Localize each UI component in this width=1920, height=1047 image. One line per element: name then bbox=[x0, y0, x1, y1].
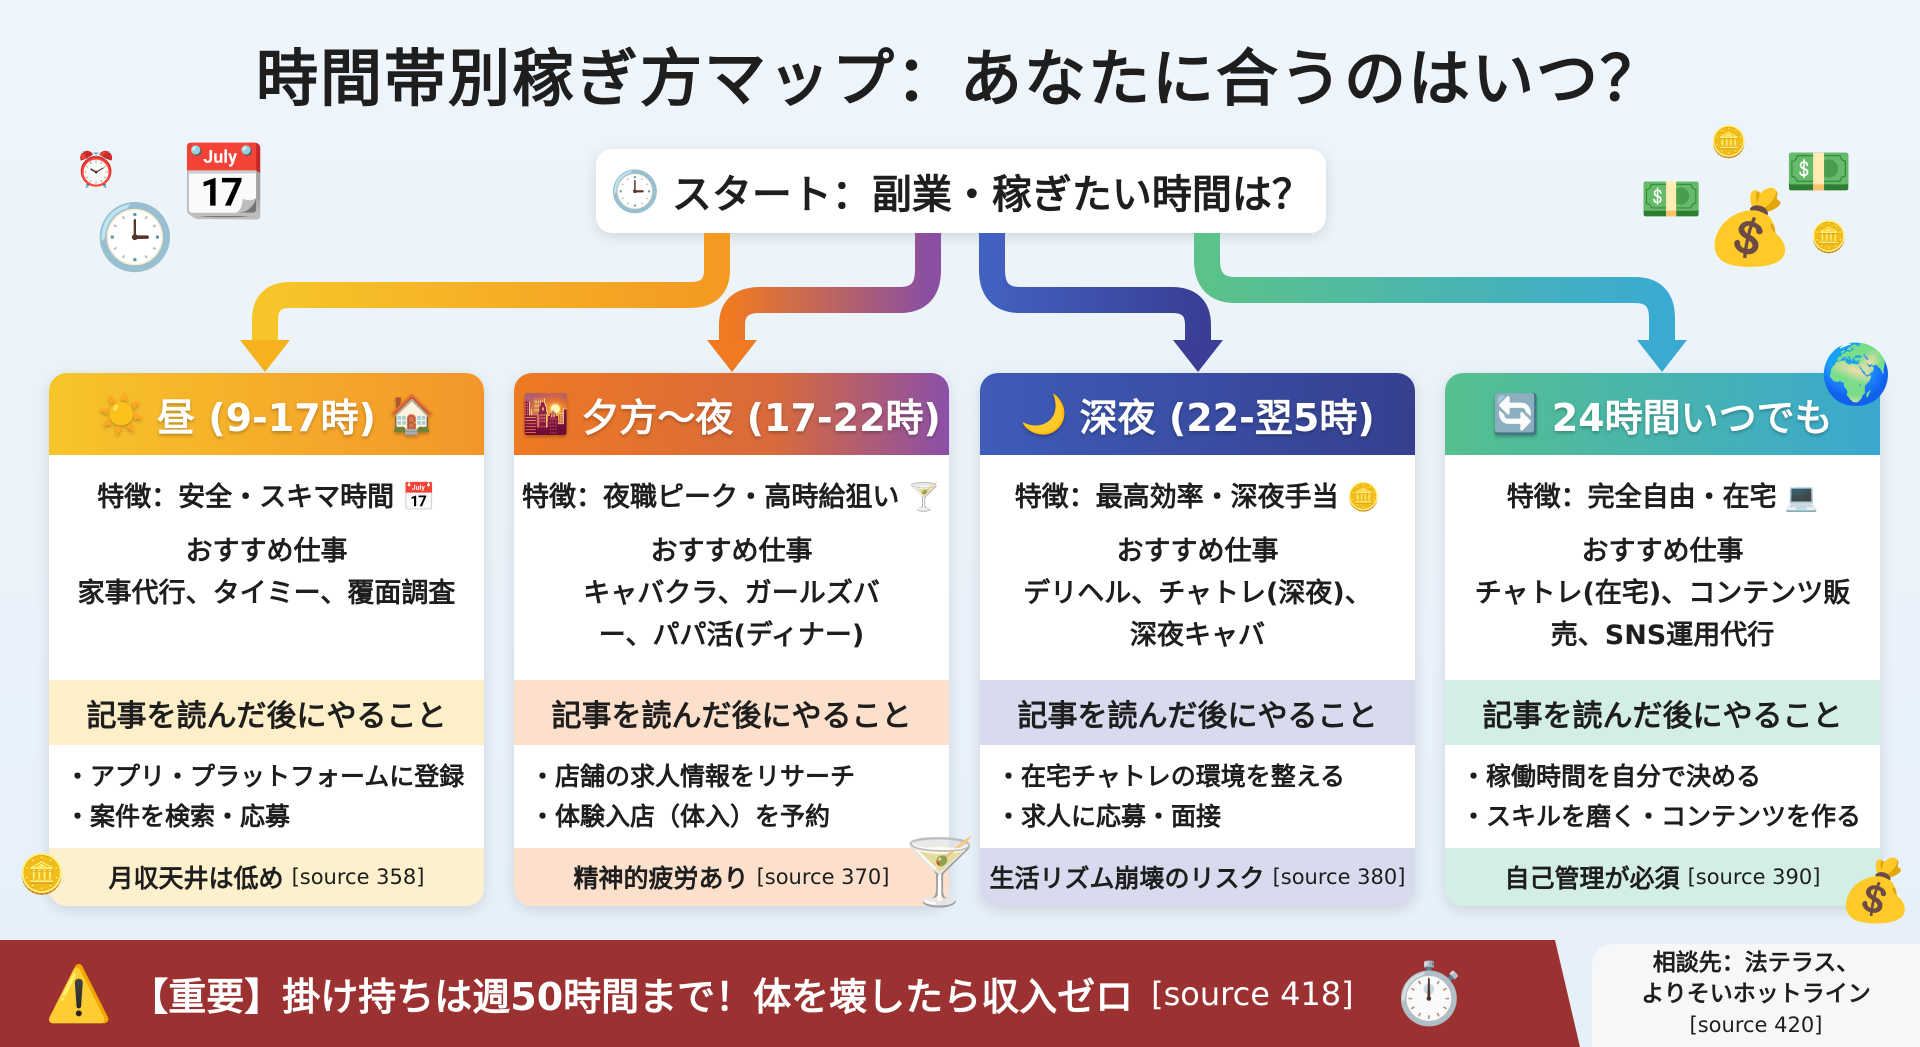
recommend-label: おすすめ仕事 bbox=[185, 536, 348, 567]
recommend-label: おすすめ仕事 bbox=[1116, 536, 1279, 567]
source-ref: [source 418] bbox=[1151, 974, 1354, 1013]
contact-line: よりそいホットライン bbox=[1641, 981, 1871, 1007]
card-header: ☀️ 昼 (9-17時) 🏠 bbox=[49, 373, 484, 455]
repeat-icon: 🔄 bbox=[1492, 391, 1540, 436]
laptop-icon: 💻 bbox=[1784, 482, 1819, 513]
card-header: 🌇 夕方〜夜 (17-22時) bbox=[514, 373, 949, 455]
source-ref: [source 390] bbox=[1687, 865, 1821, 889]
clock-icon: 🕒 bbox=[95, 201, 175, 275]
alarm-clock-icon: ⏰ bbox=[75, 150, 118, 190]
card-title: 昼 (9-17時) bbox=[156, 395, 377, 440]
calendar-icon: 📅 bbox=[402, 482, 436, 513]
card-evening: 🌇 夕方〜夜 (17-22時) 特徴：夜職ピーク・高時給狙い🍸 おすすめ仕事 キ… bbox=[514, 373, 949, 906]
arrow-night bbox=[979, 233, 1211, 345]
contact-line: 相談先：法テラス、 bbox=[1652, 950, 1860, 976]
money-bag-icon: 💰 bbox=[1838, 856, 1913, 926]
todo-header: 記事を読んだ後にやること bbox=[514, 680, 949, 745]
recommend-label: おすすめ仕事 bbox=[1581, 536, 1744, 567]
source-ref: [source 420] bbox=[1689, 1013, 1823, 1037]
feature-text: 特徴：夜職ピーク・高時給狙い bbox=[521, 482, 900, 513]
cash-icon: 💵 bbox=[1785, 140, 1853, 203]
card-title: 24時間いつでも bbox=[1551, 395, 1833, 440]
todo-list: ・在宅チャトレの環境を整える ・求人に応募・面接 bbox=[980, 745, 1415, 848]
todo-item: ・スキルを磨く・コンテンツを作る bbox=[1461, 802, 1862, 831]
start-label: スタート：副業・稼ぎたい時間は？ bbox=[671, 172, 1312, 218]
warning-text: 【重要】掛け持ちは週50時間まで！体を壊したら収入ゼロ bbox=[130, 975, 1134, 1019]
arrowhead-night bbox=[1173, 340, 1223, 372]
source-ref: [source 370] bbox=[756, 865, 890, 889]
coin-icon: 🪙 bbox=[1810, 220, 1848, 255]
card-title: 夕方〜夜 (17-22時) bbox=[581, 395, 941, 440]
globe-icon: 🌍 bbox=[1820, 340, 1893, 408]
note-text: 精神的疲労あり bbox=[573, 864, 749, 893]
arrow-evening bbox=[719, 233, 941, 345]
note-text: 月収天井は低め bbox=[108, 864, 284, 893]
calendar-icon: 📆 bbox=[180, 140, 268, 222]
coin-icon: 🪙 bbox=[18, 852, 66, 896]
recommend-label: おすすめ仕事 bbox=[650, 536, 813, 567]
arrowhead-anytime bbox=[1637, 340, 1687, 372]
contact-box: 相談先：法テラス、 よりそいホットライン [source 420] bbox=[1592, 944, 1920, 1047]
card-features: 特徴：最高効率・深夜手当🪙 おすすめ仕事 デリヘル、チャトレ(深夜)、深夜キャバ bbox=[980, 455, 1415, 680]
todo-item: ・案件を検索・応募 bbox=[65, 802, 291, 831]
start-box: 🕒 スタート：副業・稼ぎたい時間は？ bbox=[596, 149, 1326, 233]
todo-item: ・求人に応募・面接 bbox=[996, 802, 1222, 831]
card-night: 🌙 深夜 (22-翌5時) 特徴：最高効率・深夜手当🪙 おすすめ仕事 デリヘル、… bbox=[980, 373, 1415, 906]
note-text: 自己管理が必須 bbox=[1504, 864, 1680, 893]
card-header: 🔄 24時間いつでも bbox=[1445, 373, 1880, 455]
feature-text: 特徴：完全自由・在宅 bbox=[1506, 482, 1777, 513]
todo-item: ・アプリ・プラットフォームに登録 bbox=[65, 762, 465, 791]
todo-header: 記事を読んだ後にやること bbox=[980, 680, 1415, 745]
page-title: 時間帯別稼ぎ方マップ：あなたに合うのはいつ？ bbox=[255, 42, 1664, 115]
moon-icon: 🌙 bbox=[1020, 391, 1068, 436]
money-bag-icon: 💰 bbox=[1705, 185, 1795, 269]
cocktail-icon: 🍸 bbox=[907, 482, 942, 513]
note-text: 生活リズム崩壊のリスク bbox=[989, 864, 1265, 893]
card-features: 特徴：安全・スキマ時間📅 おすすめ仕事 家事代行、タイミー、覆面調査 bbox=[49, 455, 484, 680]
todo-item: ・体験入店（体入）を予約 bbox=[530, 802, 831, 831]
todo-header: 記事を読んだ後にやること bbox=[1445, 680, 1880, 745]
cash-icon: 💵 bbox=[1640, 170, 1703, 228]
card-features: 特徴：完全自由・在宅💻 おすすめ仕事 チャトレ(在宅)、コンテンツ販売、SNS運… bbox=[1445, 455, 1880, 680]
card-day: ☀️ 昼 (9-17時) 🏠 特徴：安全・スキマ時間📅 おすすめ仕事 家事代行、… bbox=[49, 373, 484, 906]
card-note: 生活リズム崩壊のリスク [source 380] bbox=[980, 848, 1415, 906]
todo-item: ・在宅チャトレの環境を整える bbox=[996, 762, 1346, 791]
clock-icon: 🕒 bbox=[610, 168, 660, 215]
arrow-day bbox=[252, 233, 730, 345]
coin-icon: 🪙 bbox=[1710, 125, 1748, 160]
source-ref: [source 380] bbox=[1272, 865, 1406, 889]
flow-arrows bbox=[240, 233, 1687, 372]
card-features: 特徴：夜職ピーク・高時給狙い🍸 おすすめ仕事 キャバクラ、ガールズバー、パパ活(… bbox=[514, 455, 949, 680]
todo-item: ・稼働時間を自分で決める bbox=[1461, 762, 1762, 791]
card-note: 月収天井は低め [source 358] bbox=[49, 848, 484, 906]
arrowhead-evening bbox=[707, 340, 757, 372]
card-title: 深夜 (22-翌5時) bbox=[1079, 395, 1375, 440]
card-note: 精神的疲労あり [source 370] bbox=[514, 848, 949, 906]
card-header: 🌙 深夜 (22-翌5時) bbox=[980, 373, 1415, 455]
stopwatch-hand-icon: ⏱️ bbox=[1391, 959, 1467, 1029]
arrow-anytime bbox=[1194, 233, 1675, 345]
todo-list: ・稼働時間を自分で決める ・スキルを磨く・コンテンツを作る bbox=[1445, 745, 1880, 848]
recommend-jobs: チャトレ(在宅)、コンテンツ販売、SNS運用代行 bbox=[1474, 578, 1851, 651]
todo-item: ・店舗の求人情報をリサーチ bbox=[530, 762, 856, 791]
sun-icon: ☀️ bbox=[97, 391, 145, 436]
todo-header: 記事を読んだ後にやること bbox=[49, 680, 484, 745]
todo-list: ・店舗の求人情報をリサーチ ・体験入店（体入）を予約 bbox=[514, 745, 949, 848]
feature-text: 特徴：最高効率・深夜手当 bbox=[1014, 482, 1339, 513]
coins-icon: 🪙 bbox=[1346, 482, 1381, 513]
arrowhead-day bbox=[240, 340, 290, 372]
recommend-jobs: キャバクラ、ガールズバー、パパ活(ディナー) bbox=[583, 578, 880, 651]
card-note: 自己管理が必須 [source 390] bbox=[1445, 848, 1880, 906]
warning-banner: ⚠️ 【重要】掛け持ちは週50時間まで！体を壊したら収入ゼロ [source 4… bbox=[0, 940, 1580, 1047]
todo-list: ・アプリ・プラットフォームに登録 ・案件を検索・応募 bbox=[49, 745, 484, 848]
house-icon: 🏠 bbox=[388, 391, 436, 436]
source-ref: [source 358] bbox=[291, 865, 425, 889]
feature-text: 特徴：安全・スキマ時間 bbox=[97, 482, 395, 513]
sunset-icon: 🌇 bbox=[522, 391, 570, 436]
recommend-jobs: 家事代行、タイミー、覆面調査 bbox=[77, 578, 456, 609]
recommend-jobs: デリヘル、チャトレ(深夜)、深夜キャバ bbox=[1023, 578, 1372, 651]
cocktail-icon: 🍸 bbox=[900, 836, 980, 910]
card-anytime: 🔄 24時間いつでも 特徴：完全自由・在宅💻 おすすめ仕事 チャトレ(在宅)、コ… bbox=[1445, 373, 1880, 906]
warning-icon: ⚠️ bbox=[45, 961, 113, 1025]
